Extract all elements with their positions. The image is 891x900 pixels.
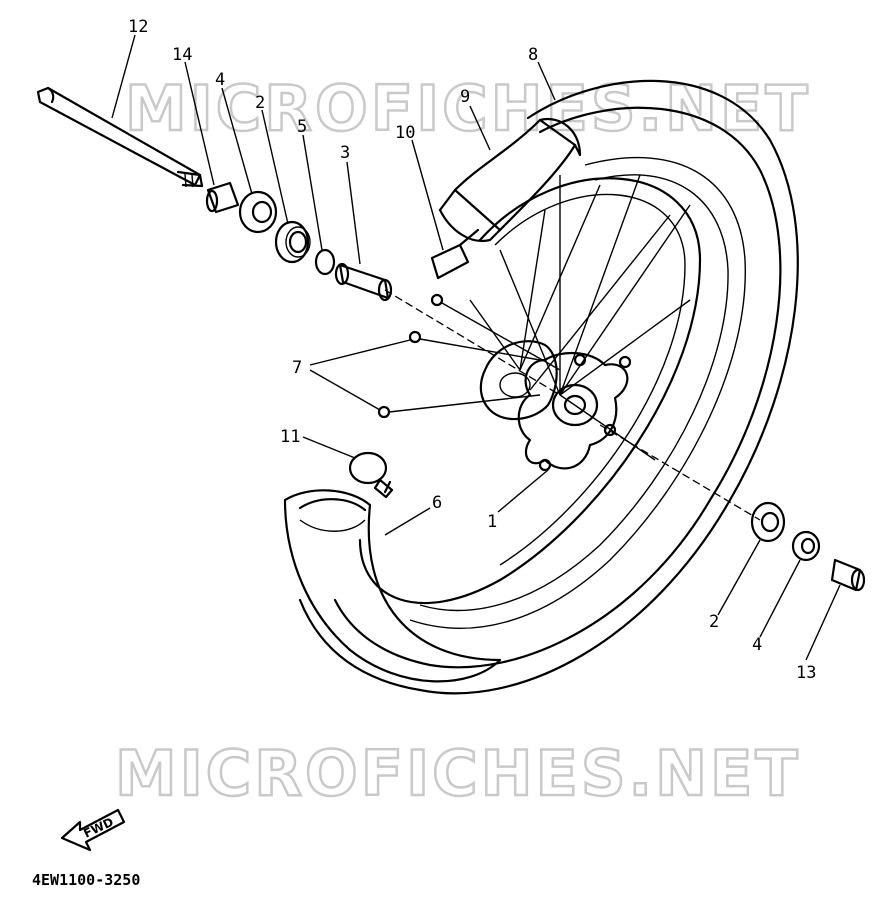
watermark-top: MICROFICHES.NET xyxy=(125,72,811,145)
callout-13: 13 xyxy=(796,663,816,683)
callout-2-left: 2 xyxy=(255,93,265,113)
axle xyxy=(36,86,204,188)
tire xyxy=(298,79,799,695)
callout-12: 12 xyxy=(128,17,148,37)
rim-lock xyxy=(348,451,394,499)
oil-seal-right xyxy=(791,530,821,562)
callout-2-right: 2 xyxy=(709,612,719,632)
diagram-code: 4EW1100-3250 xyxy=(32,871,140,889)
spacer xyxy=(334,262,393,302)
callout-4-left: 4 xyxy=(215,70,225,90)
callout-1: 1 xyxy=(487,512,497,532)
callout-14: 14 xyxy=(172,45,192,65)
axle-centerline xyxy=(384,289,561,396)
callout-10: 10 xyxy=(395,123,415,143)
callout-11: 11 xyxy=(280,427,300,447)
circlip xyxy=(314,248,336,276)
leader-lines xyxy=(111,34,841,661)
oil-seal-left xyxy=(238,190,278,234)
watermark-bottom: MICROFICHES.NET xyxy=(115,737,801,810)
collar-left xyxy=(205,181,240,214)
tube xyxy=(283,489,502,683)
valve-stem xyxy=(430,228,480,280)
callout-5: 5 xyxy=(297,117,307,137)
hub xyxy=(479,340,632,472)
wheel-rim xyxy=(358,177,702,605)
callout-8: 8 xyxy=(528,45,538,65)
rim-band xyxy=(438,117,582,243)
spoke-nipples xyxy=(377,293,561,419)
callout-7: 7 xyxy=(292,358,302,378)
collar-right xyxy=(830,558,866,592)
callout-9: 9 xyxy=(460,87,470,107)
fwd-arrow-icon: FWD xyxy=(60,808,126,852)
callout-3: 3 xyxy=(340,143,350,163)
spokes xyxy=(469,174,691,461)
axle-centerline-right xyxy=(599,424,761,521)
callout-4-right: 4 xyxy=(752,635,762,655)
bearing-left xyxy=(274,220,311,264)
callout-6: 6 xyxy=(432,493,442,513)
fwd-label: FWD xyxy=(81,815,115,841)
bearing-right xyxy=(750,501,786,543)
